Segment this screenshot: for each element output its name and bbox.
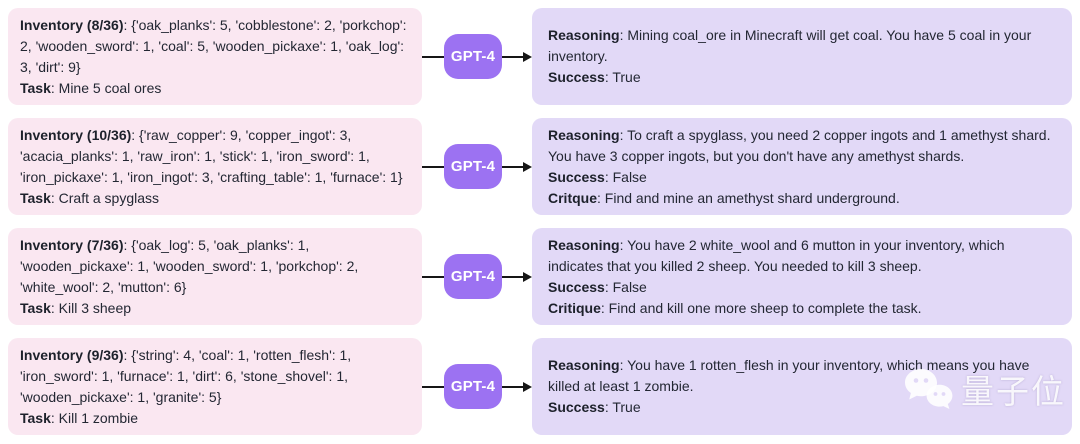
inventory-line: Inventory (7/36): {'oak_log': 5, 'oak_pl… — [20, 235, 408, 298]
gpt4-badge: GPT-4 — [443, 254, 503, 299]
arrow-line — [502, 165, 525, 168]
inventory-line: Inventory (9/36): {'string': 4, 'coal': … — [20, 345, 408, 408]
critique-line: Critque: Find and mine an amethyst shard… — [548, 188, 1056, 209]
task-label: Task — [20, 79, 51, 96]
success-label: Success — [548, 168, 605, 185]
critique-line: Critique: Find and kill one more sheep t… — [548, 298, 1056, 319]
inventory-task-card: Inventory (8/36): {'oak_planks': 5, 'cob… — [8, 8, 422, 105]
gpt4-badge: GPT-4 — [443, 144, 503, 189]
pipeline-row-4: Inventory (9/36): {'string': 4, 'coal': … — [8, 338, 1072, 435]
inventory-task-card: Inventory (9/36): {'string': 4, 'coal': … — [8, 338, 422, 435]
reasoning-label: Reasoning — [548, 27, 620, 43]
success-value: : True — [604, 399, 641, 415]
task-line: Task: Mine 5 coal ores — [20, 78, 408, 99]
success-line: Success: False — [548, 277, 1056, 298]
task-line: Task: Kill 1 zombie — [20, 408, 408, 429]
reasoning-line: Reasoning: To craft a spyglass, you need… — [548, 125, 1056, 167]
reasoning-value: : To craft a spyglass, you need 2 copper… — [548, 126, 1051, 164]
success-label: Success — [548, 69, 605, 85]
pipeline-row-3: Inventory (7/36): {'oak_log': 5, 'oak_pl… — [8, 228, 1072, 325]
inventory-task-card: Inventory (7/36): {'oak_log': 5, 'oak_pl… — [8, 228, 422, 325]
evaluation-card: Reasoning: To craft a spyglass, you need… — [532, 118, 1072, 215]
evaluation-card: Reasoning: You have 1 rotten_flesh in yo… — [532, 338, 1072, 435]
arrow-line — [422, 165, 444, 168]
inventory-task-card: Inventory (10/36): {'raw_copper': 9, 'co… — [8, 118, 422, 215]
pipeline-row-1: Inventory (8/36): {'oak_planks': 5, 'cob… — [8, 8, 1072, 105]
arrow-line — [502, 275, 525, 278]
arrowhead-icon — [523, 51, 533, 62]
inventory-value: : {'string': 4, 'coal': 1, 'rotten_flesh… — [20, 346, 352, 405]
task-label: Task — [20, 409, 51, 426]
connector: GPT-4 — [422, 228, 533, 325]
reasoning-label: Reasoning — [548, 357, 620, 373]
arrowhead-icon — [523, 381, 533, 392]
task-value: : Mine 5 coal ores — [50, 79, 162, 96]
reasoning-line: Reasoning: Mining coal_ore in Minecraft … — [548, 25, 1056, 67]
task-line: Task: Kill 3 sheep — [20, 298, 408, 319]
arrow-line — [422, 55, 444, 58]
arrowhead-icon — [523, 161, 533, 172]
gpt4-badge: GPT-4 — [443, 364, 503, 409]
reasoning-label: Reasoning — [548, 126, 620, 143]
task-label: Task — [20, 299, 51, 316]
inventory-value: : {'raw_copper': 9, 'copper_ingot': 3, '… — [20, 126, 403, 185]
success-line: Success: False — [548, 167, 1056, 188]
arrowhead-icon — [523, 271, 533, 282]
task-value: : Kill 1 zombie — [50, 409, 139, 426]
reasoning-line: Reasoning: You have 2 white_wool and 6 m… — [548, 235, 1056, 277]
success-label: Success — [548, 278, 605, 295]
inventory-value: : {'oak_planks': 5, 'cobblestone': 2, 'p… — [20, 16, 407, 75]
evaluation-card: Reasoning: Mining coal_ore in Minecraft … — [532, 8, 1072, 105]
reasoning-value: : You have 1 rotten_flesh in your invent… — [548, 357, 1030, 394]
inventory-value: : {'oak_log': 5, 'oak_planks': 1, 'woode… — [20, 236, 359, 295]
inventory-label: Inventory (8/36) — [20, 16, 124, 33]
inventory-label: Inventory (10/36) — [20, 126, 132, 143]
arrow-line — [502, 385, 525, 388]
inventory-line: Inventory (8/36): {'oak_planks': 5, 'cob… — [20, 15, 408, 78]
critique-label: Critque — [548, 189, 597, 206]
critique-label: Critique — [548, 299, 601, 316]
reasoning-value: : You have 2 white_wool and 6 mutton in … — [548, 236, 1005, 274]
reasoning-value: : Mining coal_ore in Minecraft will get … — [548, 27, 1032, 64]
inventory-label: Inventory (9/36) — [20, 346, 124, 363]
critique-value: : Find and mine an amethyst shard underg… — [597, 189, 900, 206]
connector: GPT-4 — [422, 118, 533, 215]
success-value: : False — [604, 168, 647, 185]
critique-value: : Find and kill one more sheep to comple… — [600, 299, 922, 316]
success-line: Success: True — [548, 67, 1056, 88]
reasoning-line: Reasoning: You have 1 rotten_flesh in yo… — [548, 355, 1056, 397]
success-value: : True — [604, 69, 641, 85]
success-value: : False — [604, 278, 647, 295]
arrow-line — [422, 275, 444, 278]
inventory-line: Inventory (10/36): {'raw_copper': 9, 'co… — [20, 125, 408, 188]
reasoning-label: Reasoning — [548, 236, 620, 253]
success-label: Success — [548, 399, 605, 415]
task-line: Task: Craft a spyglass — [20, 188, 408, 209]
connector: GPT-4 — [422, 8, 533, 105]
success-line: Success: True — [548, 397, 1056, 418]
task-value: : Kill 3 sheep — [50, 299, 132, 316]
inventory-label: Inventory (7/36) — [20, 236, 124, 253]
evaluation-card: Reasoning: You have 2 white_wool and 6 m… — [532, 228, 1072, 325]
task-value: : Craft a spyglass — [50, 189, 160, 206]
connector: GPT-4 — [422, 338, 533, 435]
arrow-line — [422, 385, 444, 388]
gpt4-badge: GPT-4 — [443, 34, 503, 79]
pipeline-row-2: Inventory (10/36): {'raw_copper': 9, 'co… — [8, 118, 1072, 215]
task-label: Task — [20, 189, 51, 206]
arrow-line — [502, 55, 525, 58]
